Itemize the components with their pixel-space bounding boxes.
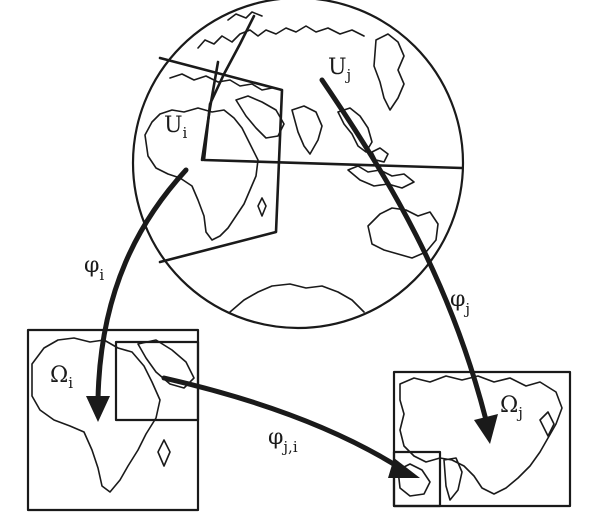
- omega-j-chart: [392, 370, 572, 508]
- southeast-asia-coastline: [337, 107, 373, 153]
- globe: [131, 0, 465, 330]
- mediterranean-coastline: [169, 73, 273, 91]
- africa-chart-coastline: [31, 337, 161, 493]
- madagascar-globe: [257, 197, 267, 217]
- islands-coastline: [347, 165, 415, 189]
- label-u-i: Ui: [164, 113, 188, 142]
- phi-ji-arrow: [161, 375, 403, 471]
- madagascar-chart: [157, 439, 171, 467]
- label-phi-j: φj: [450, 287, 470, 318]
- omega-j-inner-frame: [392, 450, 442, 508]
- asia-chart-coastline: [399, 375, 563, 495]
- east-asia-coastline: [373, 33, 405, 111]
- africa-globe-coastline: [144, 107, 259, 241]
- phi-i-arrowhead: [86, 396, 110, 422]
- india-globe-coastline: [291, 105, 323, 155]
- phi-ji-arrowhead: [388, 458, 420, 478]
- scandinavia-coastline: [227, 11, 263, 21]
- omega-j-frame: [392, 370, 572, 508]
- india-chart-coastline: [443, 457, 463, 501]
- patch-u-j-boundary: [202, 14, 464, 170]
- antarctica-globe-coastline: [229, 283, 365, 313]
- japan-chart-coastline: [539, 411, 555, 437]
- patch-u-i-boundary: [158, 56, 284, 264]
- europe-coastline: [197, 25, 365, 49]
- label-omega-i: Ωi: [50, 363, 73, 392]
- globe-outline: [131, 0, 465, 330]
- omega-i-inner-frame: [114, 340, 200, 422]
- phi-j-arrow: [319, 77, 489, 423]
- label-omega-j: Ωj: [500, 393, 523, 422]
- label-u-j: Uj: [328, 55, 351, 84]
- phi-i-arrow: [95, 167, 189, 403]
- label-phi-i: φi: [84, 253, 104, 284]
- arrows: [86, 77, 498, 478]
- omega-i-chart: [26, 328, 200, 512]
- labels: Ui Uj φi φj φj,i Ωi Ωj: [50, 55, 523, 456]
- label-phi-ji: φj,i: [268, 425, 298, 456]
- arabia-small-chart-coastline: [397, 463, 431, 497]
- australia-globe-coastline: [367, 207, 439, 259]
- phi-j-arrowhead: [474, 414, 498, 444]
